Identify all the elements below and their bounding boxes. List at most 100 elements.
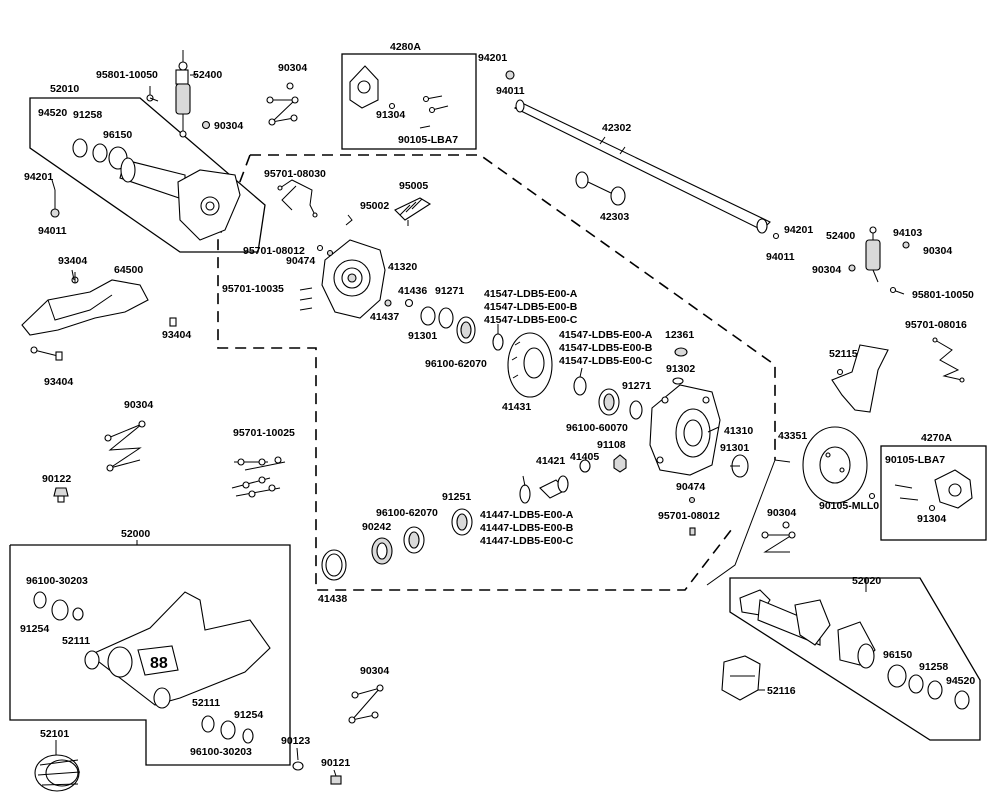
- seals-42303: [575, 171, 626, 206]
- label-41437: 41437: [370, 311, 399, 323]
- label-91301-right: 91301: [720, 442, 749, 454]
- skid-plate-64500: [21, 272, 149, 336]
- label-90304-left-mid: 90304: [124, 399, 153, 411]
- label-90304-right-nut: 90304: [812, 264, 841, 276]
- bolts-90304-right-mid: [761, 521, 796, 553]
- label-90121: 90121: [321, 757, 350, 769]
- label-52101: 52101: [40, 728, 69, 740]
- label-42302: 42302: [602, 122, 631, 134]
- bracket-52115: [831, 344, 889, 413]
- label-94011-right: 94011: [766, 251, 795, 263]
- bolt-93404-right: [169, 317, 177, 327]
- label-43351: 43351: [778, 430, 807, 442]
- label-41547-a-right: 41547-LDB5-E00-A: [559, 329, 653, 341]
- seal-90242: [371, 537, 393, 565]
- label-96100-62070-bottom: 96100-62070: [376, 507, 438, 519]
- label-91108: 91108: [597, 439, 626, 451]
- bolts-90304-bottom: [348, 684, 384, 724]
- label-94011-left: 94011: [38, 225, 67, 237]
- shaft-42302: [513, 99, 780, 240]
- label-41447-b: 41447-LDB5-E00-B: [480, 522, 574, 534]
- washer-41405: [579, 459, 591, 473]
- label-94520-right: 94520: [946, 675, 975, 687]
- label-90123: 90123: [281, 735, 310, 747]
- label-12361: 12361: [665, 329, 694, 341]
- bolt-41437: [384, 299, 392, 307]
- bolt-90474-lower: [688, 496, 696, 504]
- label-90474-upper: 90474: [286, 255, 315, 267]
- label-90122: 90122: [42, 473, 71, 485]
- label-94103: 94103: [893, 227, 922, 239]
- wire-harness-95701-08030: [277, 179, 318, 218]
- label-90304-shock: 90304: [214, 120, 243, 132]
- bolt-90105-mll0: [868, 492, 876, 500]
- bracket-52116: [721, 655, 761, 701]
- nut-91108: [613, 454, 627, 473]
- label-90304-right-mid: 90304: [767, 507, 796, 519]
- label-41447-c: 41447-LDB5-E00-C: [480, 535, 574, 547]
- label-94520-left: 94520: [38, 107, 67, 119]
- label-42303: 42303: [600, 211, 629, 223]
- nut-94103: [902, 241, 910, 249]
- label-91251: 91251: [442, 491, 471, 503]
- label-41436: 41436: [398, 285, 427, 297]
- cover-41320: [316, 239, 386, 319]
- hub-4270a: [894, 469, 973, 512]
- label-93404-bottom: 93404: [44, 376, 73, 388]
- ring-91271-right: [629, 400, 643, 420]
- bolt-95701-08012-upper: [326, 249, 334, 257]
- label-4270a: 4270A: [921, 432, 952, 444]
- boot-52101: [34, 754, 81, 792]
- label-41421: 41421: [536, 455, 565, 467]
- group-box-52010: [29, 97, 266, 253]
- label-41547-c-right: 41547-LDB5-E00-C: [559, 355, 653, 367]
- assembly-outline-bottom: [217, 154, 736, 591]
- label-41320: 41320: [388, 261, 417, 273]
- nut-90304-right: [848, 264, 856, 272]
- label-95801-right: 95801-10050: [912, 289, 974, 301]
- bearing-96100-62070-top: [456, 316, 476, 344]
- ring-41438: [321, 549, 347, 581]
- label-91258-left: 91258: [73, 109, 102, 121]
- boot-95005: [394, 197, 432, 221]
- label-91301-left: 91301: [408, 330, 437, 342]
- hub-4280a: [349, 65, 449, 129]
- label-90304-top: 90304: [278, 62, 307, 74]
- label-93404-top: 93404: [58, 255, 87, 267]
- label-91302: 91302: [666, 363, 695, 375]
- gear-housing-41310: [649, 384, 721, 476]
- shock-absorber-52400-right: [865, 226, 881, 283]
- wire-harness-95701-08016: [932, 337, 965, 383]
- label-90474-lower: 90474: [676, 481, 705, 493]
- label-90242: 90242: [362, 521, 391, 533]
- group-box-4280a: [341, 53, 477, 150]
- label-91254-left: 91254: [20, 623, 49, 635]
- group-box-52020: [729, 577, 981, 741]
- label-41405: 41405: [570, 451, 599, 463]
- label-41447-a: 41447-LDB5-E00-A: [480, 509, 574, 521]
- ring-91271-left: [438, 307, 454, 329]
- label-95701-08016: 95701-08016: [905, 319, 967, 331]
- assembly-outline-top: [250, 154, 776, 460]
- label-52010: 52010: [50, 83, 79, 95]
- shim-41447: [519, 484, 531, 504]
- label-52400-left: 52400: [193, 69, 222, 81]
- label-94201-right: 94201: [784, 224, 813, 236]
- label-96150-right: 96150: [883, 649, 912, 661]
- label-41547-a-top: 41547-LDB5-E00-A: [484, 288, 578, 300]
- label-94011-top: 94011: [496, 85, 525, 97]
- label-95701-10025: 95701-10025: [233, 427, 295, 439]
- label-52400-right: 52400: [826, 230, 855, 242]
- group-box-4270a: [880, 445, 987, 541]
- shock-absorber-52400-left: [175, 61, 191, 138]
- label-90105-mll0: 90105-MLL0: [819, 500, 879, 512]
- label-90304-bottom: 90304: [360, 665, 389, 677]
- nut-90304-shock: [201, 120, 211, 130]
- label-41310: 41310: [724, 425, 753, 437]
- label-90304-right-top: 90304: [923, 245, 952, 257]
- label-91304-top: 91304: [376, 109, 405, 121]
- fitting-90121: [330, 775, 342, 785]
- label-52115: 52115: [829, 348, 858, 360]
- label-64500: 64500: [114, 264, 143, 276]
